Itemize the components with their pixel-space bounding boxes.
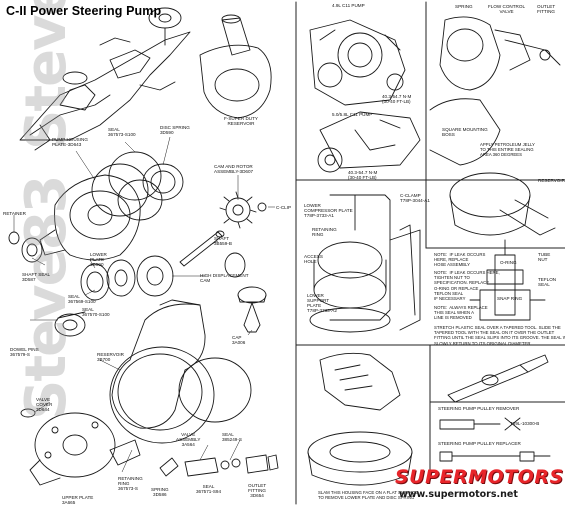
label-dowel-pins: DOWEL PINS 367579-S bbox=[10, 347, 39, 357]
label-super-duty-reservoir: F-SUPER DUTY RESERVOIR bbox=[224, 116, 258, 126]
label-pump-housing-plate: PUMP HOUSING PLATE-3D643 bbox=[52, 137, 88, 147]
label-valve-assembly: VALVE ASSEMBLY 3A564 bbox=[176, 432, 201, 447]
label-disc-spring: DISC SPRING 3D590 bbox=[160, 125, 190, 135]
supermotors-logo[interactable]: SUPERMOTORS www.supermotors.net bbox=[395, 466, 564, 504]
label-seal-mid-a: SEAL 367569-S100 bbox=[68, 294, 96, 304]
label-retainer: RETAINER bbox=[3, 211, 26, 216]
label-seal-top: SEAL 367573-S100 bbox=[108, 127, 136, 137]
label-c-clip: C-CLIP bbox=[276, 205, 292, 210]
label-cam-rotor: CAM AND ROTOR ASSEMBLY-3D607 bbox=[214, 164, 254, 174]
label-c-clamp: C-CLAMP T78P-3044-A1 bbox=[400, 193, 430, 203]
label-cap: CAP 3A006 bbox=[232, 335, 246, 345]
label-reservoir-right: RESERVOIR bbox=[538, 178, 565, 183]
label-torque-1: 40.3-54.7 N·m (30-40 Ft-Lb) bbox=[382, 94, 412, 104]
note-leak-2: NOTE: IF LEAK OCCURS HERE, TIGHTEN NUT T… bbox=[434, 270, 500, 302]
logo-brand-text: SUPERMOTORS bbox=[395, 466, 564, 488]
note-leak-1: NOTE: IF LEAK OCCURS HERE, REPLACE HOSE … bbox=[434, 252, 486, 268]
page-title: C-II Power Steering Pump bbox=[6, 4, 162, 18]
label-shaft: SHAFT 3B559-B bbox=[214, 236, 232, 246]
note-stretch-seal: STRETCH PLASTIC SEAL OVER A TAPERED TOOL… bbox=[434, 325, 565, 346]
label-spring-tr: SPRING bbox=[455, 4, 473, 9]
reservoir-exploded bbox=[109, 299, 252, 444]
label-square-mounting: SQUARE MOUNTING BOSS bbox=[442, 127, 488, 137]
lower-plate bbox=[54, 311, 86, 337]
top-right-pump bbox=[429, 16, 561, 166]
label-seal-bottom: SEAL 367571-S94 bbox=[196, 484, 222, 494]
label-upper-plate: UPPER PLATE 3A665 bbox=[62, 495, 94, 505]
cam-rotor bbox=[219, 191, 267, 229]
label-o-ring: O-RING bbox=[500, 260, 517, 265]
label-torque-2: 40.3-54.7 N·m (30-40 Ft-Lb) bbox=[348, 170, 378, 180]
label-teflon-seal: TEFLON SEAL bbox=[538, 277, 557, 287]
cap-part bbox=[237, 286, 267, 333]
label-reservoir-left: RESERVOIR 3B700 bbox=[97, 352, 124, 362]
label-outlet-fitting: OUTLET FITTING 3D654 bbox=[248, 483, 267, 498]
label-pulley-remover: STEERING PUMP PULLEY REMOVER bbox=[438, 406, 520, 411]
label-slam-note: SLAM THIS HOUSING FACE ON A FLAT SURFACE… bbox=[318, 490, 419, 501]
shaft bbox=[179, 230, 225, 267]
label-high-disp-cam: HIGH DISPLACEMENT CAM bbox=[200, 273, 249, 283]
pump-50-drawing bbox=[317, 111, 421, 173]
label-lower-support: LOWER SUPPORT PLATE T78P-3733-A2 bbox=[307, 293, 337, 313]
label-remover-tool: T69L-10300-B bbox=[510, 421, 540, 426]
note-replace-seal: NOTE: ALWAYS REPLACE THIS SEAL WHEN A LI… bbox=[434, 305, 488, 321]
label-pump-50: 5.0/5.8L C11 PUMP bbox=[332, 112, 373, 117]
label-seal-valve: SEAL 385249-S bbox=[222, 432, 242, 442]
pump-49-drawing bbox=[309, 19, 406, 106]
label-shaft-seal: SHAFT SEAL 3D587 bbox=[22, 272, 50, 282]
label-retaining-ring: RETAINING RING 367573-S bbox=[118, 476, 143, 491]
label-lower-plate: LOWER PLATE 3D590 bbox=[90, 252, 107, 267]
label-spring: SPRING 3D586 bbox=[151, 487, 169, 497]
label-access-hole: ACCESS HOLE bbox=[304, 254, 323, 264]
pulley-tools bbox=[439, 417, 551, 462]
pump-cutaway bbox=[19, 7, 191, 151]
label-retaining-ring-mid: RETAINING RING bbox=[312, 227, 337, 237]
tapered-tool bbox=[447, 354, 549, 403]
label-valve-cover: VALVE COVER 3D644 bbox=[36, 397, 53, 412]
c-clamp-drawing bbox=[309, 194, 421, 333]
label-tube-nut: TUBE NUT bbox=[538, 252, 551, 262]
label-apply-jelly: APPLY PETROLEUM JELLY TO THIS ENTIRE SEA… bbox=[480, 142, 535, 158]
label-seal-mid-b: SEAL 367570-S100 bbox=[82, 307, 110, 317]
label-pulley-replacer: STEERING PUMP PULLEY REPLACER bbox=[438, 441, 521, 446]
lower-assembly bbox=[20, 408, 141, 486]
reservoir-jelly bbox=[449, 172, 556, 236]
label-outlet-fitting-tr: OUTLET FITTING bbox=[537, 4, 556, 14]
super-duty-reservoir bbox=[199, 14, 272, 119]
fitting-section bbox=[469, 239, 546, 321]
label-pump-49: 4.9L C11 PUMP bbox=[332, 3, 365, 8]
valve-row bbox=[159, 454, 279, 477]
label-flow-control-valve: FLOW CONTROL VALVE bbox=[488, 4, 526, 14]
label-lower-compressor: LOWER COMPRESSOR PLATE T78P-3733-A1 bbox=[304, 203, 353, 218]
hand-slam bbox=[307, 352, 413, 486]
logo-url-text: www.supermotors.net bbox=[399, 489, 518, 500]
leader-lines bbox=[13, 136, 275, 473]
label-snap-ring: SNAP RING bbox=[497, 296, 523, 301]
panel-dividers bbox=[295, 1, 565, 505]
watermark-top: Steve83 bbox=[14, 0, 79, 150]
